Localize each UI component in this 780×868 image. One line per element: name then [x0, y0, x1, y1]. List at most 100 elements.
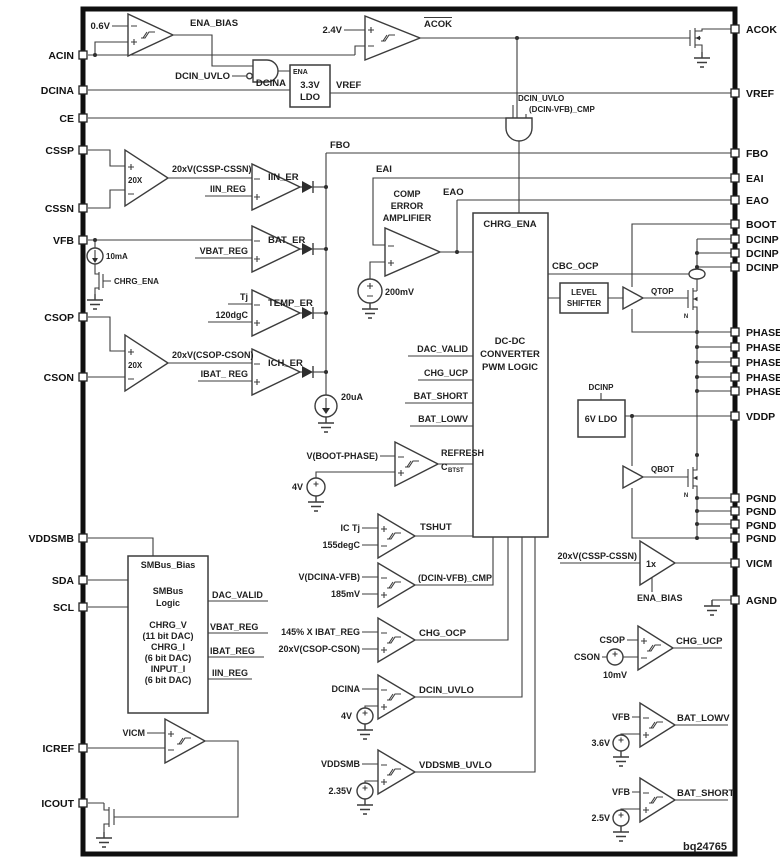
- smbus-line2: Logic: [156, 598, 180, 608]
- pin-label-ce: CE: [59, 113, 74, 125]
- value-10mv: 10mV: [603, 670, 627, 680]
- pwm-in-chg-ucp: CHG_UCP: [424, 368, 468, 378]
- pin-label-dcina: DCINA: [41, 85, 75, 97]
- comp-err-line2: ERROR: [391, 201, 424, 211]
- wires: [88, 16, 731, 832]
- net-refresh: REFRESH: [441, 448, 484, 458]
- pin-label-vref: VREF: [746, 88, 775, 100]
- net-tj: Tj: [240, 292, 248, 302]
- pin-label-pgnd2: PGND: [746, 506, 777, 518]
- net-csop-sense-ocp: 20xV(CSOP-CSON): [278, 644, 360, 654]
- value-155degc: 155degC: [322, 540, 360, 550]
- error-amp-ich: [251, 347, 302, 397]
- pin-box: [78, 312, 88, 322]
- pin-label-fbo: FBO: [746, 148, 768, 160]
- pin-box: [78, 533, 88, 543]
- pin-box: [730, 234, 740, 244]
- wires-smbus-icref: [88, 537, 268, 832]
- source-3v6: [612, 734, 630, 752]
- pin-box: [78, 50, 88, 60]
- arrow-20ua: [322, 408, 330, 414]
- smbus-line1: SMBus: [153, 586, 184, 596]
- pwm-enable-label: CHRG_ENA: [483, 219, 536, 230]
- amp-1x-vicm: [639, 539, 677, 587]
- pin-box: [730, 558, 740, 568]
- net-iin-er: IIN_ER: [268, 172, 299, 183]
- part-number: bq24765: [683, 841, 727, 853]
- comparator-dcin-vfb: [377, 561, 417, 609]
- pin-label-vfb: VFB: [53, 235, 74, 247]
- pin-box: [78, 575, 88, 585]
- pin-box: [78, 743, 88, 753]
- net-vdcina-vfb: V(DCINA-VFB): [299, 572, 361, 582]
- pin-label-dcinp1: DCINP: [746, 234, 779, 246]
- smbus-line3: CHRG_V: [149, 620, 187, 630]
- net-iin-reg: IIN_REG: [210, 184, 246, 194]
- net-dcin-uvlo-out: DCIN_UVLO: [419, 685, 474, 696]
- ground-acok-fet: [693, 51, 711, 68]
- fet-qbot-n: N: [684, 493, 688, 499]
- ground-4v-refresh: [307, 495, 325, 512]
- pin-box: [730, 411, 740, 421]
- pin-box: [730, 506, 740, 516]
- net-vref: VREF: [336, 80, 362, 91]
- pin-label-eao: EAO: [746, 195, 769, 207]
- pin-box: [730, 327, 740, 337]
- value-0v6: 0.6V: [90, 21, 110, 32]
- net-tshut: TSHUT: [420, 522, 452, 533]
- amp-20x-input-sense: [124, 148, 170, 208]
- pin-box: [730, 219, 740, 229]
- pin-label-pgnd3: PGND: [746, 520, 777, 532]
- pin-label-cssn: CSSN: [45, 203, 74, 215]
- source-4v-uvlo: [356, 707, 374, 725]
- comp-err-line3: AMPLIFIER: [383, 213, 432, 223]
- net-dcina-ldo: DCINA: [256, 78, 286, 89]
- logic-gates: [245, 59, 533, 142]
- pin-box: [730, 248, 740, 258]
- net-refresh-c: C: [441, 462, 448, 472]
- net-chg-ocp: CHG_OCP: [419, 628, 467, 639]
- current-arrows: [94, 250, 327, 409]
- pin-box: [730, 595, 740, 605]
- comparator-bat-short: [639, 776, 677, 824]
- net-chg-ucp-out: CHG_UCP: [676, 636, 723, 647]
- pin-label-cssp: CSSP: [45, 145, 74, 157]
- net-cssp-sense: 20xV(CSSP-CSSN): [172, 164, 252, 174]
- block-level-shifter: [559, 282, 609, 314]
- pin-label-phase1: PHASE: [746, 327, 780, 339]
- pin-label-phase3: PHASE: [746, 357, 780, 369]
- net-ic-tj: IC Tj: [341, 523, 361, 533]
- net-csop-ucp: CSOP: [599, 635, 625, 645]
- net-chrg-ena-fet: CHRG_ENA: [114, 277, 159, 286]
- ground-2v35: [356, 798, 374, 815]
- current-sense-oval: [688, 268, 706, 280]
- net-ibat-reg: IBAT_ REG: [201, 369, 248, 379]
- source-symbols: [86, 247, 706, 827]
- gate-driver-qtop: [622, 285, 645, 311]
- gate-driver-qbot: [622, 464, 645, 490]
- pin-label-csop: CSOP: [44, 312, 74, 324]
- net-acok-bar: ACOK: [424, 19, 452, 30]
- block-3v3-ldo: [289, 64, 331, 108]
- net-ena-bias-1x: ENA_BIAS: [637, 593, 683, 603]
- error-amp-iin: [251, 162, 302, 212]
- pin-box: [730, 24, 740, 34]
- net-refresh-btst: BTST: [448, 468, 464, 474]
- polarity-marks: [128, 25, 649, 818]
- comparator-chg-ocp: [377, 616, 417, 664]
- net-vfb-lowv: VFB: [612, 712, 631, 722]
- pin-box: [730, 173, 740, 183]
- and-gate-chrg-ena: [505, 117, 533, 142]
- ground-4v-uvlo: [356, 723, 374, 740]
- ldo33-ena-label: ENA: [293, 69, 308, 76]
- diode-ich-er: [299, 365, 327, 379]
- comparator-icref: [164, 717, 207, 765]
- pin-label-agnd: AGND: [746, 595, 777, 607]
- wires-error-amps: [88, 153, 385, 395]
- net-vboot-phase: V(BOOT-PHASE): [306, 451, 378, 461]
- pin-box: [78, 113, 88, 123]
- pin-label-dcinp2: DCINP: [746, 248, 779, 260]
- net-labels: 0.6V ENA_BIAS DCIN_UVLO ENA 3.3V LDO DCI…: [90, 18, 734, 853]
- smbus-line6: (6 bit DAC): [145, 653, 192, 663]
